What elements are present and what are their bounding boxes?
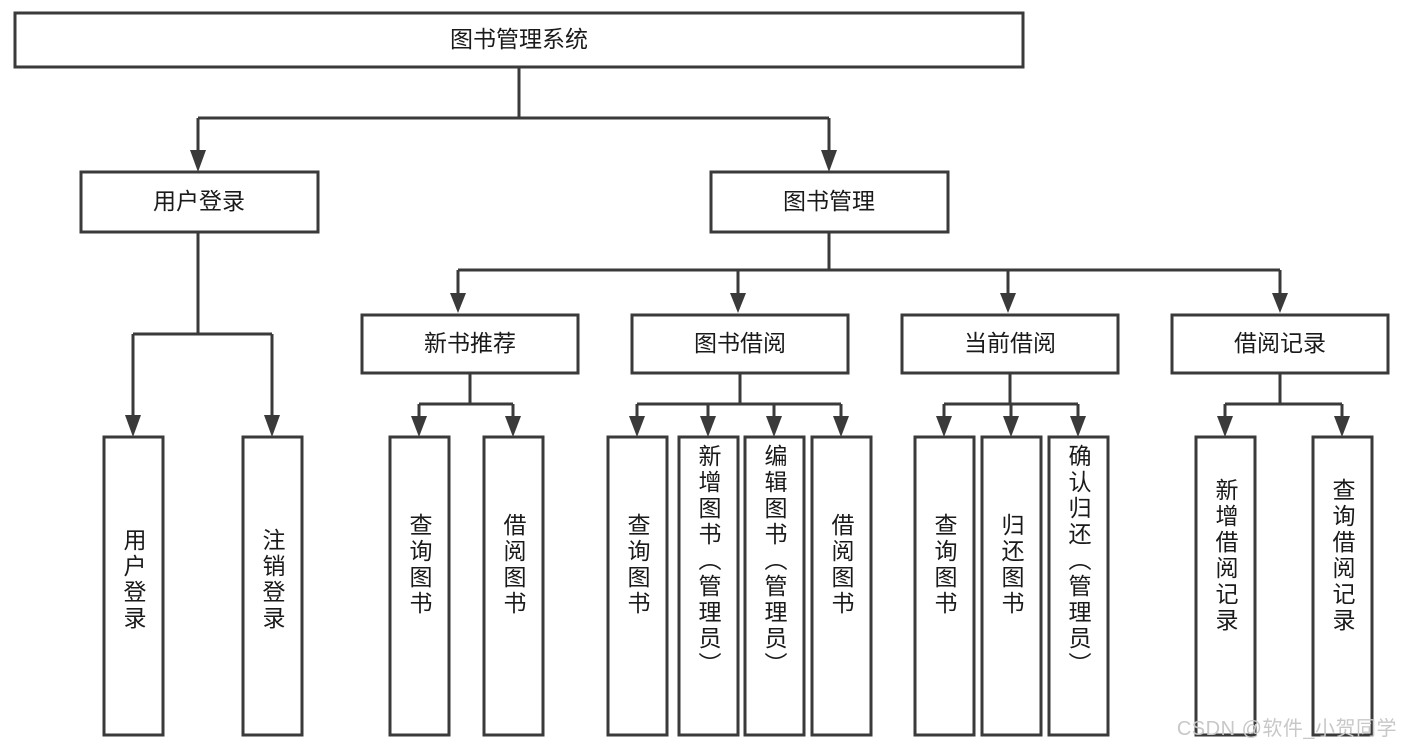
node-current-label: 当前借阅 <box>964 330 1056 356</box>
node-newbook-box[interactable] <box>360 313 580 375</box>
node-leaf-return-book-box[interactable] <box>980 435 1043 737</box>
node-root-label: 图书管理系统 <box>450 26 588 52</box>
node-leaf-edit-book-box[interactable] <box>743 435 806 737</box>
node-records[interactable]: 借阅记录 <box>1170 313 1390 375</box>
node-records-box[interactable] <box>1170 313 1390 375</box>
node-borrow-label: 图书借阅 <box>694 330 786 356</box>
node-leaf-query-record-box[interactable] <box>1311 435 1374 737</box>
arrow-down-icon <box>936 416 952 437</box>
node-leaf-confirm-return-label: 确认归还（管理员） <box>1065 444 1092 678</box>
arrow-down-icon <box>700 416 716 437</box>
node-root[interactable]: 图书管理系统 <box>13 11 1025 69</box>
node-borrow-box[interactable] <box>630 313 850 375</box>
node-leaf-confirm-return-box[interactable] <box>1047 435 1110 737</box>
connectors-bookmgmt-to-level3 <box>450 232 1288 313</box>
node-leaf-user-logout-label: 注销登录 <box>259 528 286 632</box>
arrow-down-icon <box>1334 416 1350 437</box>
arrow-down-icon <box>833 416 849 437</box>
node-leaf-borrow-book-1-label: 借阅图书 <box>500 513 527 617</box>
node-newbook[interactable]: 新书推荐 <box>360 313 580 375</box>
node-bookmgmt-box[interactable] <box>709 170 950 234</box>
arrow-down-icon <box>730 293 746 313</box>
node-leaf-query-book-1-box[interactable] <box>388 435 451 737</box>
node-leaf-add-record-box[interactable] <box>1194 435 1257 737</box>
node-bookmgmt-label: 图书管理 <box>783 188 875 214</box>
node-bookmgmt[interactable]: 图书管理 <box>709 170 950 234</box>
arrow-down-icon <box>264 415 280 437</box>
connectors-root-to-level2 <box>190 67 837 172</box>
node-leaf-query-record-label: 查询借阅记录 <box>1329 478 1356 634</box>
node-root-box[interactable] <box>13 11 1025 69</box>
node-leaf-query-record[interactable]: 查询借阅记录 <box>1311 435 1374 737</box>
node-leaf-query-book-3-box[interactable] <box>913 435 976 737</box>
arrow-down-icon <box>1003 416 1019 437</box>
node-leaf-edit-book[interactable]: 编辑图书（管理员） <box>743 435 806 737</box>
node-leaf-borrow-book-2[interactable]: 借阅图书 <box>810 435 873 737</box>
connectors-current-to-leaves <box>936 373 1086 437</box>
arrow-down-icon <box>821 150 837 172</box>
arrow-down-icon <box>450 293 466 313</box>
arrow-down-icon <box>125 415 141 437</box>
node-login-box[interactable] <box>79 170 320 234</box>
arrow-down-icon <box>505 416 521 437</box>
arrow-down-icon <box>1000 293 1016 313</box>
node-leaf-borrow-book-1-box[interactable] <box>482 435 545 737</box>
node-leaf-return-book-label: 归还图书 <box>998 513 1025 617</box>
node-leaf-add-book-label: 新增图书（管理员） <box>695 444 722 678</box>
node-leaf-query-book-3[interactable]: 查询图书 <box>913 435 976 737</box>
node-leaf-confirm-return[interactable]: 确认归还（管理员） <box>1047 435 1110 737</box>
node-leaf-query-book-1-label: 查询图书 <box>406 513 433 617</box>
node-leaf-borrow-book-1[interactable]: 借阅图书 <box>482 435 545 737</box>
node-leaf-query-book-3-label: 查询图书 <box>931 513 958 617</box>
node-leaf-return-book[interactable]: 归还图书 <box>980 435 1043 737</box>
node-current[interactable]: 当前借阅 <box>900 313 1120 375</box>
arrow-down-icon <box>1272 293 1288 313</box>
node-leaf-query-book-2[interactable]: 查询图书 <box>606 435 669 737</box>
node-leaf-query-book-2-label: 查询图书 <box>624 513 651 617</box>
node-records-label: 借阅记录 <box>1234 330 1326 356</box>
node-login-label: 用户登录 <box>153 188 245 214</box>
node-leaf-user-logout[interactable]: 注销登录 <box>241 435 304 737</box>
node-leaf-query-book-1[interactable]: 查询图书 <box>388 435 451 737</box>
node-leaf-edit-book-label: 编辑图书（管理员） <box>761 444 788 678</box>
node-current-box[interactable] <box>900 313 1120 375</box>
arrow-down-icon <box>1070 416 1086 437</box>
node-leaf-add-record-label: 新增借阅记录 <box>1212 478 1239 634</box>
arrow-down-icon <box>411 416 427 437</box>
node-leaf-add-record[interactable]: 新增借阅记录 <box>1194 435 1257 737</box>
arrow-down-icon <box>766 416 782 437</box>
node-leaf-user-login-box[interactable] <box>102 435 165 737</box>
connectors-login-to-leaves <box>125 232 280 437</box>
node-leaf-add-book[interactable]: 新增图书（管理员） <box>677 435 740 737</box>
connectors-newbook-to-leaves <box>411 373 521 437</box>
node-leaf-user-logout-box[interactable] <box>241 435 304 737</box>
connectors-records-to-leaves <box>1217 373 1350 437</box>
node-leaf-user-login-label: 用户登录 <box>120 528 147 632</box>
node-login[interactable]: 用户登录 <box>79 170 320 234</box>
node-borrow[interactable]: 图书借阅 <box>630 313 850 375</box>
node-leaf-add-book-box[interactable] <box>677 435 740 737</box>
connectors-borrow-to-leaves <box>629 373 849 437</box>
arrow-down-icon <box>190 150 206 172</box>
node-leaf-borrow-book-2-box[interactable] <box>810 435 873 737</box>
node-leaf-user-login[interactable]: 用户登录 <box>102 435 165 737</box>
node-newbook-label: 新书推荐 <box>424 330 516 356</box>
node-leaf-borrow-book-2-label: 借阅图书 <box>828 513 855 617</box>
node-leaf-query-book-2-box[interactable] <box>606 435 669 737</box>
arrow-down-icon <box>1217 416 1233 437</box>
arrow-down-icon <box>629 416 645 437</box>
